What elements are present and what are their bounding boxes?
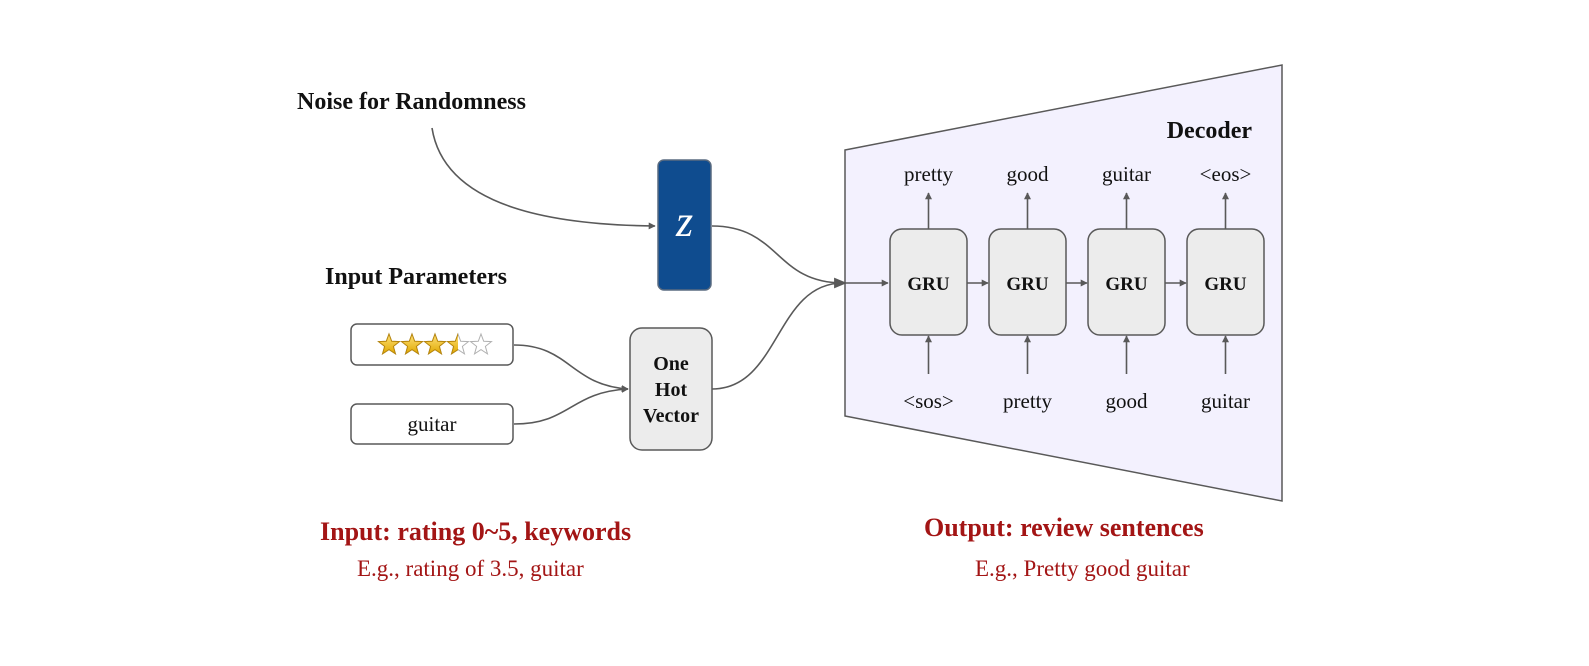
z-to-decoder-arrow: [711, 225, 844, 284]
gru-cell-label: GRU: [1006, 274, 1049, 295]
input-parameters-label: Input Parameters: [325, 264, 507, 290]
keyword-to-onehot-arrow: [513, 385, 629, 425]
output-token: good: [1007, 162, 1050, 186]
decoder-title: Decoder: [1167, 118, 1253, 144]
input-caption-example: E.g., rating of 3.5, guitar: [357, 556, 584, 581]
input-token: <sos>: [903, 389, 954, 413]
keyword-input-box: [350, 403, 514, 445]
output-token: <eos>: [1200, 162, 1252, 186]
output-token: guitar: [1102, 162, 1151, 186]
input-token: good: [1106, 389, 1149, 413]
keyword-input-text: guitar: [408, 412, 457, 436]
one-hot-line2: Hot: [655, 379, 688, 401]
noise-label: Noise for Randomness: [297, 89, 526, 115]
gru-cell-label: GRU: [1204, 274, 1247, 295]
one-hot-line3: Vector: [643, 405, 699, 427]
star-icon: [446, 332, 470, 356]
star-icon: [423, 332, 447, 356]
rating-to-onehot-arrow: [513, 344, 629, 393]
rating-stars: [377, 332, 493, 356]
gru-chain: GRUpretty<sos>GRUgoodprettyGRUguitargood…: [889, 162, 1265, 413]
noise-to-z-arrow: [431, 127, 656, 230]
star-icon: [400, 332, 424, 356]
output-token: pretty: [904, 162, 953, 186]
output-caption-title: Output: review sentences: [924, 513, 1204, 542]
onehot-to-decoder-arrow: [711, 282, 844, 390]
star-icon: [469, 332, 493, 356]
input-token: pretty: [1003, 389, 1052, 413]
star-icon: [377, 332, 401, 356]
input-token: guitar: [1201, 389, 1250, 413]
input-caption-title: Input: rating 0~5, keywords: [320, 517, 631, 546]
output-caption-example: E.g., Pretty good guitar: [975, 556, 1190, 581]
z-symbol: z: [675, 197, 693, 246]
gru-cell-label: GRU: [1105, 274, 1148, 295]
one-hot-line1: One: [653, 353, 689, 375]
gru-cell-label: GRU: [907, 274, 950, 295]
z-latent-block: [657, 159, 712, 291]
